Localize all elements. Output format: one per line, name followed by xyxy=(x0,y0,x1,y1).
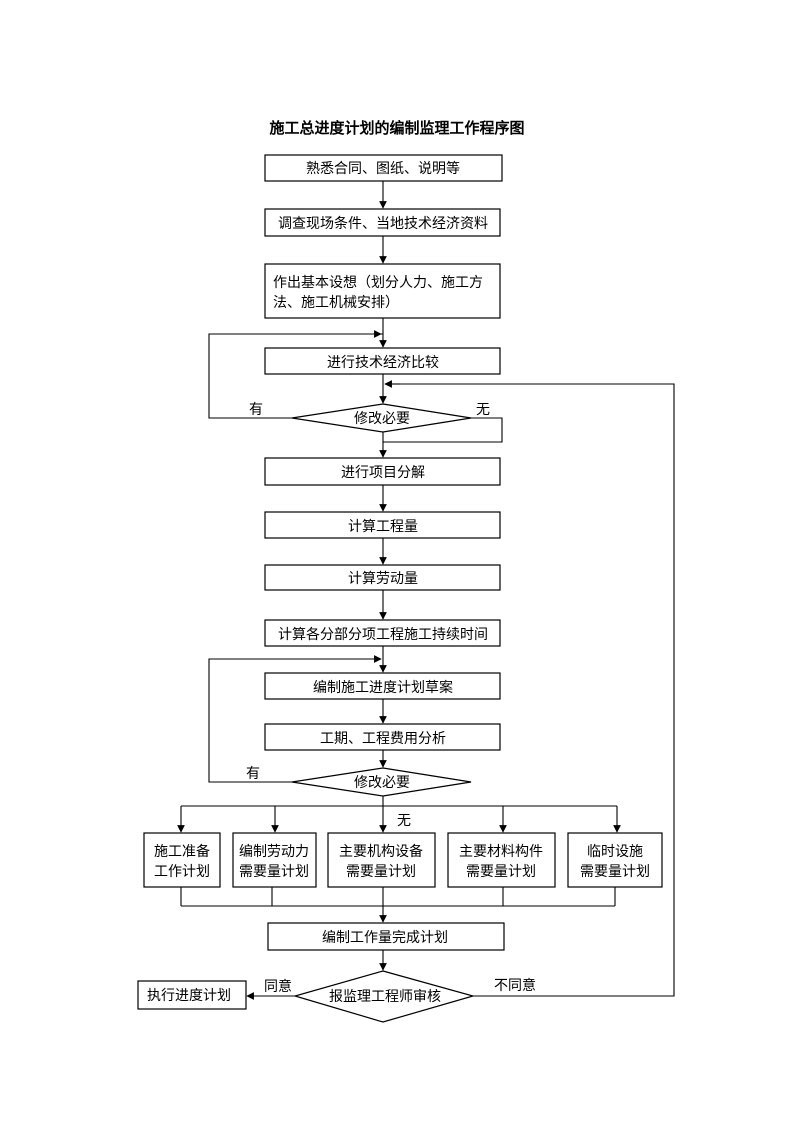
step-assumption-box xyxy=(264,263,501,319)
plan-1-line2: 工作计划 xyxy=(154,863,210,879)
step-survey-box xyxy=(264,208,501,237)
agree-label: 同意 xyxy=(264,978,292,994)
decision-review xyxy=(292,970,476,1023)
plan-4-line1: 主要材料构件 xyxy=(459,843,543,859)
decision-1-no-path xyxy=(383,417,503,443)
plan-2-line2: 需要量计划 xyxy=(239,863,309,879)
plan-2-line1: 编制劳动力 xyxy=(239,843,309,859)
plan-box-4 xyxy=(447,832,556,888)
step-analysis-box xyxy=(264,723,501,751)
final-label: 执行进度计划 xyxy=(147,987,231,1003)
step-duration-label: 计算各分部分项工程施工持续时间 xyxy=(278,626,488,642)
step-familiarize-box xyxy=(264,154,503,182)
decision-2-yes-label: 有 xyxy=(246,765,260,781)
step-assumption-label-1: 作出基本设想（划分人力、施工方 xyxy=(273,274,483,290)
plan-3-line2: 需要量计划 xyxy=(346,863,416,879)
decision-review-label: 报监理工程师审核 xyxy=(329,988,441,1004)
step-draft-box xyxy=(264,672,501,700)
step-workload-box xyxy=(267,922,505,951)
final-box xyxy=(137,980,247,1010)
loop-back-1 xyxy=(208,333,383,419)
step-draft-label: 编制施工进度计划草案 xyxy=(313,679,453,695)
decision-2-no-label: 无 xyxy=(397,812,411,828)
decision-1-no-label: 无 xyxy=(476,401,490,417)
decision-1-yes-label: 有 xyxy=(249,401,263,417)
step-analysis-label: 工期、工程费用分析 xyxy=(320,730,446,746)
plan-3-line1: 主要机构设备 xyxy=(339,843,423,859)
step-familiarize-label: 熟悉合同、图纸、说明等 xyxy=(306,160,460,176)
step-assumption-label-2: 法、施工机械安排） xyxy=(273,294,399,310)
disagree-loop xyxy=(400,383,675,997)
chart-title: 施工总进度计划的编制监理工作程序图 xyxy=(269,119,524,137)
step-workload-label: 编制工作量完成计划 xyxy=(322,929,448,945)
step-decompose-label: 进行项目分解 xyxy=(341,464,425,480)
step-labor-label: 计算劳动量 xyxy=(348,570,418,586)
decision-modify-2-label: 修改必要 xyxy=(354,774,410,790)
plan-1-line1: 施工准备 xyxy=(154,843,210,859)
plan-4-line2: 需要量计划 xyxy=(466,863,536,879)
plan-box-5 xyxy=(567,832,663,888)
step-survey-label: 调查现场条件、当地技术经济资料 xyxy=(278,215,488,231)
plan-5-line2: 需要量计划 xyxy=(580,863,650,879)
plan-5-line1: 临时设施 xyxy=(587,843,643,859)
plan-box-2 xyxy=(232,832,317,888)
disagree-label: 不同意 xyxy=(494,977,536,993)
loop-back-2 xyxy=(208,658,360,783)
step-quantity-box xyxy=(264,511,501,539)
decision-modify-1-label: 修改必要 xyxy=(354,410,410,426)
step-labor-box xyxy=(264,564,501,591)
plan-box-1 xyxy=(143,832,221,888)
step-quantity-label: 计算工程量 xyxy=(348,518,418,534)
plan-box-3 xyxy=(327,832,436,888)
step-compare-label: 进行技术经济比较 xyxy=(327,354,439,370)
